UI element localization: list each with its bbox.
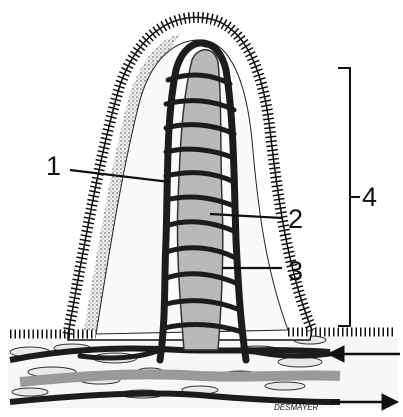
callout-3: 3 (288, 256, 303, 286)
callout-4: 4 (362, 182, 377, 212)
callout-2: 2 (288, 204, 303, 234)
villus-height-bracket (338, 68, 360, 326)
callout-1: 1 (46, 151, 61, 181)
artist-signature: DESMAYER (274, 403, 319, 412)
